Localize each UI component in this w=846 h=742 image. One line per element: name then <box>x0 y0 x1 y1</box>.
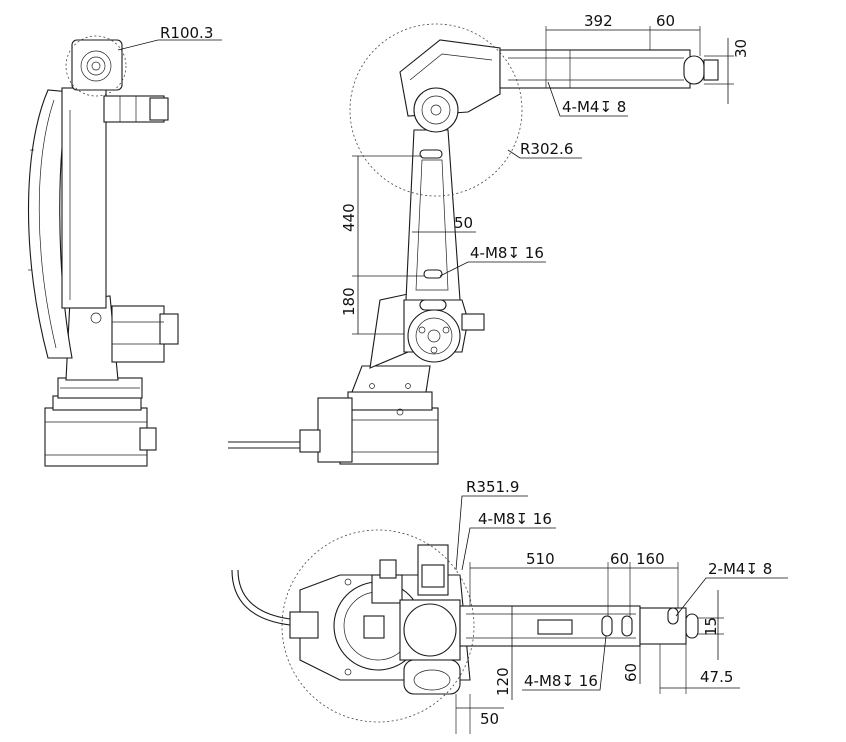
dim-r100-3: R100.3 <box>160 24 213 42</box>
dim-2-m4: 2-M4↧ 8 <box>708 560 772 578</box>
side-view <box>28 35 222 467</box>
top-view <box>231 495 788 734</box>
dim-180: 180 <box>340 287 358 316</box>
dim-r302-6: R302.6 <box>520 140 573 158</box>
dim-4-m4: 4-M4↧ 8 <box>562 98 626 116</box>
dim-15: 15 <box>702 617 720 636</box>
dim-47-5: 47.5 <box>700 668 733 686</box>
dim-120: 120 <box>494 667 512 696</box>
dim-60-top-view: 60 <box>610 550 629 568</box>
dim-50-bottom: 50 <box>480 710 499 728</box>
dim-50-front: 50 <box>454 214 473 232</box>
dim-392: 392 <box>584 12 613 30</box>
dim-4-m8-bottom: 4-M8↧ 16 <box>524 672 598 690</box>
dim-60-vert: 60 <box>622 663 640 682</box>
dim-4-m8-front: 4-M8↧ 16 <box>470 244 544 262</box>
dim-510: 510 <box>526 550 555 568</box>
dim-4-m8-top: 4-M8↧ 16 <box>478 510 552 528</box>
front-view <box>228 23 734 465</box>
dim-160: 160 <box>636 550 665 568</box>
dim-60-top: 60 <box>656 12 675 30</box>
dim-r351-9: R351.9 <box>466 478 519 496</box>
dim-30: 30 <box>732 39 750 58</box>
dim-440: 440 <box>340 203 358 232</box>
